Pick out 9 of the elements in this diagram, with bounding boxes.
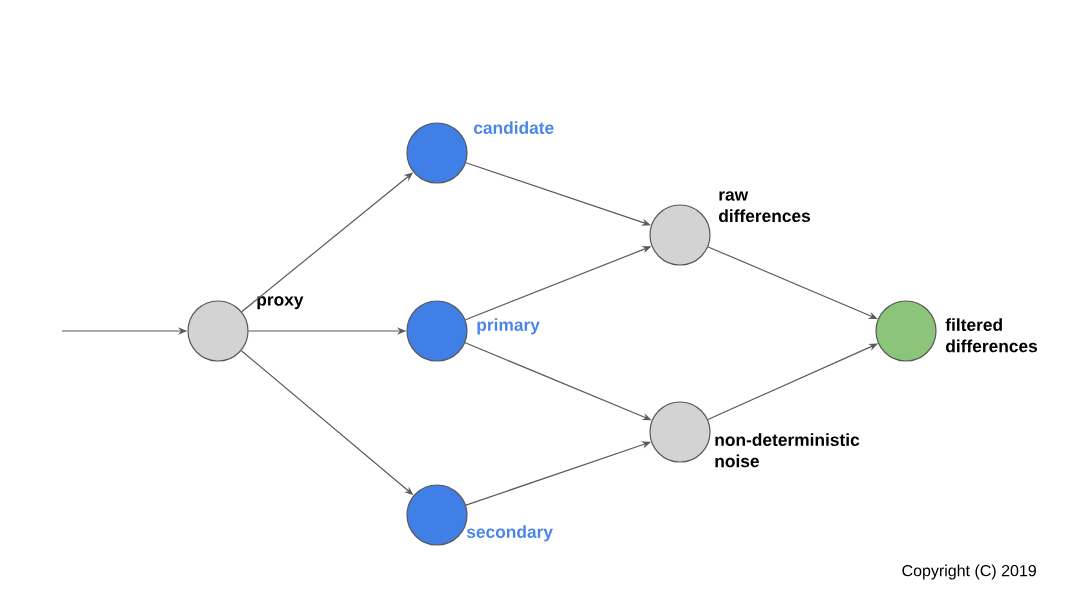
node-label: candidate <box>473 121 554 134</box>
node-label: filtered differences <box>945 318 1038 353</box>
node-label: primary <box>477 318 540 335</box>
node-label: proxy <box>257 296 304 310</box>
node-label: secondary <box>466 525 553 542</box>
node-label: raw differences <box>719 191 811 223</box>
copyright-note: Copyright (C) 2019 <box>902 564 1036 580</box>
arrow <box>465 162 651 226</box>
node-label: non-deterministic noise <box>715 433 860 468</box>
